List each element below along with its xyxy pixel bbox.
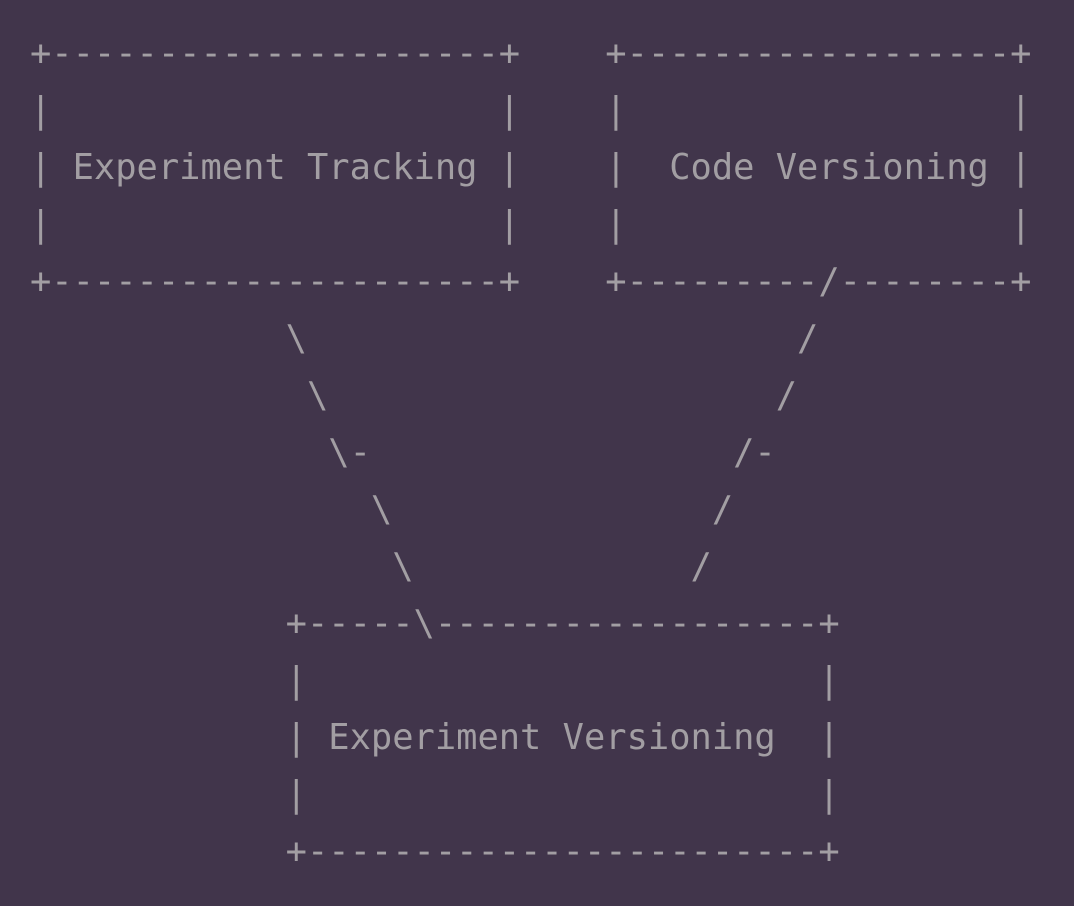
connector-row: \ /: [30, 489, 734, 530]
box-padding-row: | |: [30, 660, 840, 701]
box-label-row-experiment-versioning: | Experiment Versioning |: [30, 717, 840, 758]
connector-row: \ /: [30, 318, 819, 359]
connector-row: \- /-: [30, 432, 776, 473]
box-padding-row: | |: [30, 774, 840, 815]
ascii-diagram: +---------------------+ +---------------…: [30, 25, 1031, 880]
connector-row: \ /: [30, 375, 798, 416]
box-bottom-row: +---------------------+ +---------/-----…: [30, 261, 1032, 302]
connector-row: \ /: [30, 546, 712, 587]
box-bottom-row-experiment-versioning: +------------------------+: [30, 831, 840, 872]
box-top-row: +---------------------+ +---------------…: [30, 33, 1032, 74]
box-padding-row: | | | |: [30, 90, 1032, 131]
box-top-row-experiment-versioning: +-----\------------------+: [30, 603, 840, 644]
box-padding-row: | | | |: [30, 204, 1032, 245]
box-label-row-experiment-tracking-code-versioning: | Experiment Tracking | | Code Versionin…: [30, 147, 1032, 188]
